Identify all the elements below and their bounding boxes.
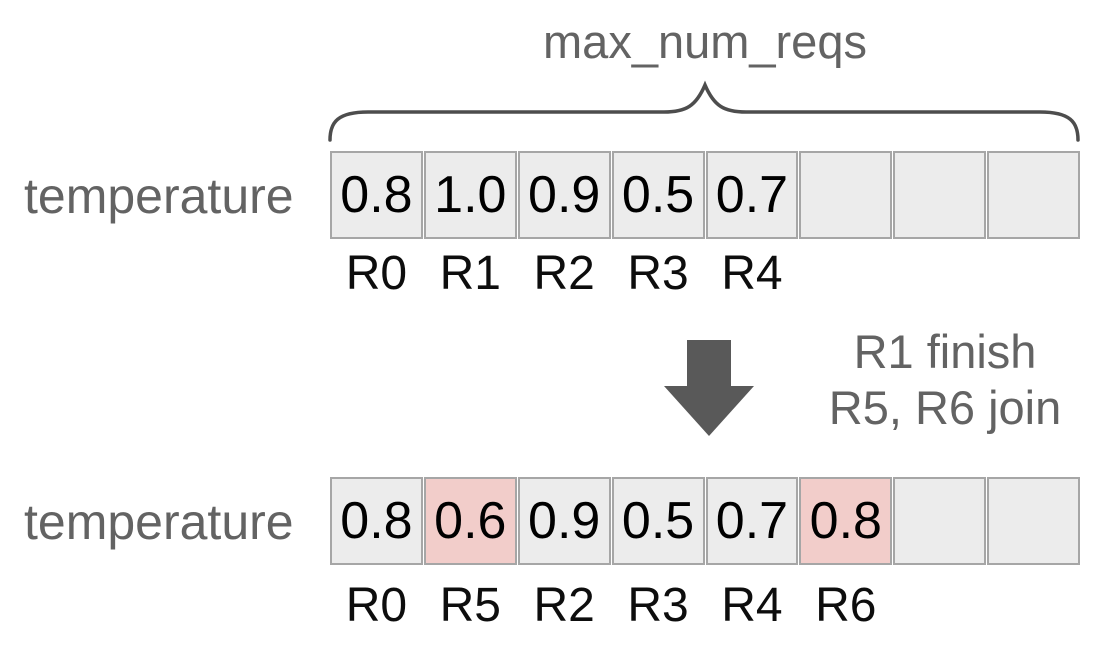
cell-value: 1.0 xyxy=(434,166,507,224)
request-label: R4 xyxy=(721,247,783,300)
array-cell: 0.9 xyxy=(517,477,611,565)
request-label xyxy=(893,246,986,301)
curly-brace-icon xyxy=(328,80,1080,142)
cell-value: 0.8 xyxy=(340,166,413,224)
transition-line-2: R5, R6 join xyxy=(828,381,1062,434)
request-label xyxy=(987,246,1080,301)
array-cell: 0.8 xyxy=(330,151,423,239)
array-after-request-labels: R0 R5 R2 R3 R4 R6 xyxy=(330,578,1080,633)
cell-value: 0.5 xyxy=(621,166,695,224)
request-label: R0 xyxy=(345,579,408,632)
array-cell: 0.9 xyxy=(517,151,611,239)
request-label: R2 xyxy=(533,579,595,632)
transition-note: R1 finish R5, R6 join xyxy=(800,324,1090,436)
array-before-request-labels: R0 R1 R2 R3 R4 xyxy=(330,246,1080,301)
request-label: R4 xyxy=(721,579,783,632)
cell-value: 0.7 xyxy=(715,492,789,550)
row-label-after: temperature xyxy=(24,494,294,550)
request-label: R0 xyxy=(345,247,408,300)
array-cell: 0.8 xyxy=(799,477,893,565)
array-cell: 1.0 xyxy=(423,151,517,239)
array-cell-empty xyxy=(987,151,1080,239)
brace-label: max_num_reqs xyxy=(543,15,867,68)
request-label: R1 xyxy=(439,247,501,300)
cell-value: 0.8 xyxy=(340,492,413,550)
array-cell: 0.7 xyxy=(705,151,799,239)
cell-value: 0.5 xyxy=(621,492,695,550)
array-cell: 0.8 xyxy=(330,477,423,565)
request-label: R3 xyxy=(627,247,689,300)
request-label: R5 xyxy=(439,579,501,632)
request-label: R2 xyxy=(533,247,595,300)
array-after: 0.8 0.6 0.9 0.5 0.7 0.8 xyxy=(330,477,1080,565)
down-arrow-icon xyxy=(664,340,754,436)
request-label xyxy=(987,578,1080,633)
array-cell-empty xyxy=(893,151,987,239)
transition-line-1: R1 finish xyxy=(853,325,1037,378)
array-cell: 0.7 xyxy=(705,477,799,565)
cell-value: 0.6 xyxy=(434,492,507,550)
array-cell-empty xyxy=(799,151,893,239)
array-cell-empty xyxy=(987,477,1080,565)
request-label xyxy=(893,578,986,633)
request-label: R6 xyxy=(815,579,877,632)
array-cell: 0.5 xyxy=(611,151,705,239)
request-label: R3 xyxy=(627,579,689,632)
array-before: 0.8 1.0 0.9 0.5 0.7 xyxy=(330,151,1080,239)
row-label-before: temperature xyxy=(24,168,294,224)
array-cell-empty xyxy=(893,477,987,565)
cell-value: 0.8 xyxy=(809,492,882,550)
array-cell: 0.6 xyxy=(423,477,517,565)
cell-value: 0.7 xyxy=(715,166,789,224)
cell-value: 0.9 xyxy=(528,492,601,550)
array-cell: 0.5 xyxy=(611,477,705,565)
request-label xyxy=(799,246,892,301)
cell-value: 0.9 xyxy=(528,166,601,224)
